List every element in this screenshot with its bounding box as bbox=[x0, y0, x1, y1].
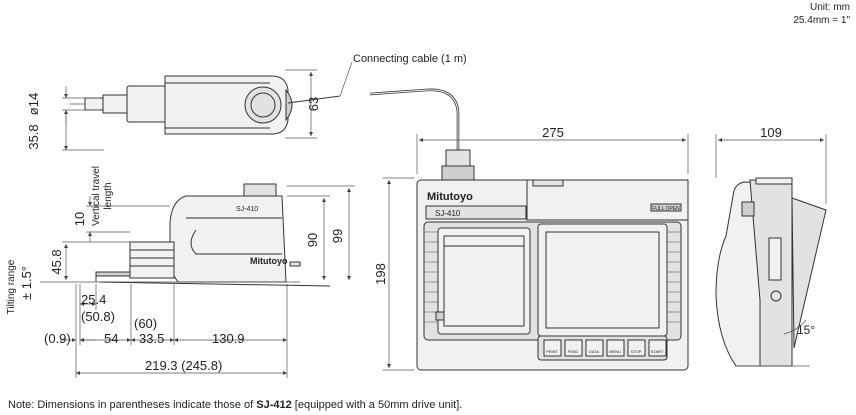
dim-50-8: (50.8) bbox=[81, 309, 115, 324]
key-data bbox=[585, 339, 604, 357]
vertical-travel-label-2: length bbox=[103, 182, 114, 209]
drive-unit-side-view bbox=[40, 183, 355, 287]
display-unit-front-view bbox=[383, 134, 689, 371]
dim-25-4: 25.4 bbox=[81, 292, 106, 307]
dim-99: 99 bbox=[330, 229, 345, 243]
bottom-dimension-lines bbox=[60, 284, 288, 378]
footnote: Note: Dimensions in parentheses indicate… bbox=[8, 399, 462, 411]
dim-60: (60) bbox=[134, 316, 157, 331]
cable-callout: Connecting cable (1 m) bbox=[353, 53, 467, 65]
dim-130-9: 130.9 bbox=[212, 331, 245, 346]
footnote-model: SJ-412 bbox=[256, 399, 292, 411]
key-stop bbox=[627, 339, 646, 357]
dim-10: 10 bbox=[72, 212, 87, 226]
key-start bbox=[648, 339, 667, 357]
tilting-range-label: Tilting range bbox=[6, 259, 17, 314]
key-print bbox=[543, 339, 562, 357]
front-brand: Mitutoyo bbox=[427, 191, 473, 203]
dim-15-degrees: 15° bbox=[797, 323, 815, 337]
footnote-prefix: Note: Dimensions in parentheses indicate… bbox=[8, 399, 257, 411]
dim-33-5: 33.5 bbox=[139, 331, 164, 346]
vertical-travel-label-1: Vertical travel bbox=[91, 166, 102, 226]
dim-219-3: 219.3 (245.8) bbox=[145, 358, 222, 373]
key-feed bbox=[564, 339, 583, 357]
tilting-range-value: ± 1.5° bbox=[19, 266, 34, 300]
footnote-suffix: [equipped with a 50mm drive unit]. bbox=[291, 399, 463, 411]
key-print-label: PRINT bbox=[546, 349, 559, 354]
drive-unit-top-view bbox=[70, 69, 317, 139]
side-view-model: SJ-410 bbox=[236, 206, 258, 213]
key-start-label: START bbox=[651, 349, 664, 354]
dim-275: 275 bbox=[542, 125, 564, 140]
dim-45-8: 45.8 bbox=[49, 249, 64, 274]
dim-109: 109 bbox=[760, 125, 782, 140]
key-menu-label: MENU bbox=[609, 349, 621, 354]
dim-35-8: 35.8 bbox=[26, 124, 41, 149]
key-stop-label: STOP bbox=[631, 349, 642, 354]
dim-0-9: (0.9) bbox=[44, 331, 71, 346]
full-open-label: FULL OPEN bbox=[652, 206, 680, 212]
dim-d14: ø14 bbox=[26, 93, 41, 115]
front-keypad bbox=[543, 339, 667, 357]
dim-90: 90 bbox=[305, 233, 320, 247]
front-model: SJ-410 bbox=[435, 209, 461, 218]
key-menu bbox=[606, 339, 625, 357]
dim-198: 198 bbox=[373, 263, 388, 285]
unit-label: Unit: mm bbox=[810, 2, 850, 13]
connecting-cable bbox=[287, 61, 475, 181]
display-unit-side-view bbox=[715, 134, 827, 367]
side-view-brand: Mitutoyo bbox=[250, 256, 288, 266]
unit-conversion: 25.4mm = 1" bbox=[793, 15, 850, 26]
dim-54: 54 bbox=[104, 331, 118, 346]
key-data-label: DATA bbox=[589, 349, 599, 354]
key-feed-label: FEED bbox=[568, 349, 579, 354]
